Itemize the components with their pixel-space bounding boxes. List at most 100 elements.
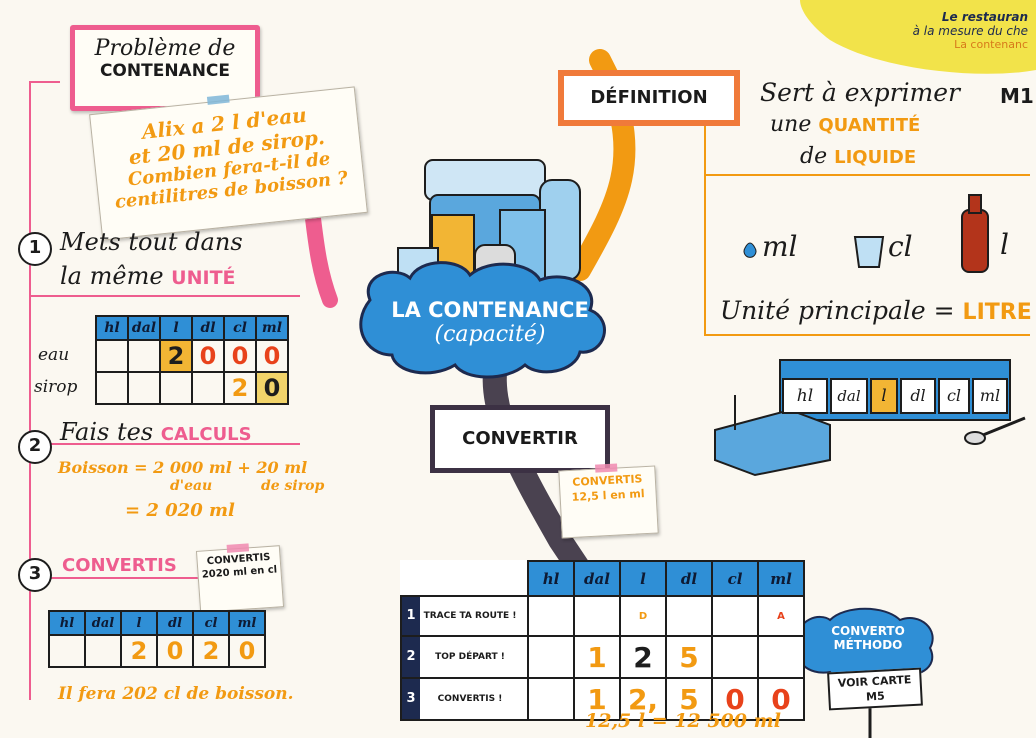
step3-header-dal: dal	[84, 610, 122, 636]
conv-header-dl: dl	[665, 560, 713, 597]
row-label-sirop: sirop	[34, 377, 78, 397]
conv-cell	[711, 635, 759, 679]
unit-l-label: l	[1000, 228, 1009, 261]
probleme-title-line1: Problème de	[94, 36, 236, 61]
step3-header-dl: dl	[156, 610, 194, 636]
step3-number: 3	[18, 558, 52, 592]
step2-number: 2	[18, 430, 52, 464]
methodo-line2: MÉTHODO	[833, 638, 903, 652]
step1-unit-word: UNITÉ	[171, 267, 236, 289]
step1-cell: 0	[223, 339, 257, 373]
conv-cell	[527, 595, 575, 637]
definition-quantite: QUANTITÉ	[818, 115, 921, 136]
step1-cell: 0	[255, 339, 289, 373]
step3-cell: 2	[120, 634, 158, 668]
step1-cell	[159, 371, 193, 405]
convertir-corner	[401, 561, 528, 596]
step2-calc1: Boisson = 2 000 ml + 20 ml	[58, 458, 308, 477]
conv-header-ml: ml	[757, 560, 805, 597]
step1-cell: 2	[223, 371, 257, 405]
conv-row1-text: TRACE TA ROUTE !	[420, 611, 520, 621]
step3-cell	[84, 634, 122, 668]
center-title-line1: LA CONTENANCE	[391, 298, 589, 322]
step1-header-cl: cl	[223, 315, 257, 341]
row-label-eau: eau	[38, 345, 70, 365]
conv-cell: 5	[665, 635, 713, 679]
conv-cell	[711, 595, 759, 637]
conv-start-marker: D	[619, 595, 667, 637]
train-cl: cl	[938, 378, 970, 414]
conv-header-l: l	[619, 560, 667, 597]
convertir-label: CONVERTIR	[462, 428, 578, 449]
conv-cell	[665, 595, 713, 637]
definition-line2-a: une	[770, 112, 819, 137]
conv-end-marker: A	[757, 595, 805, 637]
conv-cell: 1	[573, 677, 621, 721]
convertir-note: CONVERTIS 12,5 l en ml	[558, 463, 659, 539]
step1-cell: 0	[255, 371, 289, 405]
step1-header-dal: dal	[127, 315, 161, 341]
probleme-title-line2: CONTENANCE	[99, 61, 231, 81]
conv-cell: 0	[711, 677, 759, 721]
methodo-line1: CONVERTO	[831, 624, 905, 638]
definition-line2: une QUANTITÉ	[770, 112, 920, 137]
definition-line3: de LIQUIDE	[800, 144, 916, 169]
probleme-title-box: Problème de CONTENANCE	[70, 25, 260, 111]
step1-cell: 0	[191, 339, 225, 373]
definition-line3-a: de	[800, 144, 835, 169]
header-line2: à la mesure du che	[912, 24, 1028, 38]
conv-cell	[527, 677, 575, 721]
step3-header-cl: cl	[192, 610, 230, 636]
step1-header-dl: dl	[191, 315, 225, 341]
train-dal: dal	[830, 378, 868, 414]
step1-cell	[127, 371, 161, 405]
methodo-sign-text: VOIR CARTE M5	[837, 673, 912, 704]
conv-header-dal: dal	[573, 560, 621, 597]
conv-cell: 1	[573, 635, 621, 679]
conv-row2-num: 2	[402, 637, 420, 677]
step2-calc-word: CALCULS	[160, 424, 252, 445]
conv-row1-num: 1	[402, 597, 420, 635]
step1-cell	[95, 371, 129, 405]
step3-cell	[48, 634, 86, 668]
conv-cell: 0	[757, 677, 805, 721]
step1-cell	[95, 339, 129, 373]
card-code: M1	[1000, 84, 1034, 108]
step3-note: CONVERTIS 2020 ml en cl	[195, 543, 285, 613]
methodo-sign[interactable]: VOIR CARTE M5	[827, 667, 923, 711]
unit-ml-label: ml	[762, 230, 798, 263]
definition-line1: Sert à exprimer	[760, 78, 961, 107]
principal-litre: LITRE	[962, 300, 1032, 325]
step3-table: hl dal l dl cl ml 2 0 2 0	[48, 610, 266, 668]
center-title: LA CONTENANCE (capacité)	[380, 298, 600, 347]
conv-cell: 2,	[619, 677, 667, 721]
conv-cell: 2	[619, 635, 667, 679]
conv-header-hl: hl	[527, 560, 575, 597]
definition-principal: Unité principale = LITRE	[720, 296, 1032, 325]
definition-label-box: DÉFINITION	[558, 70, 740, 126]
principal-text: Unité principale =	[720, 296, 963, 325]
convertir-result: 12,5 l = 12 500 ml	[585, 710, 781, 732]
train-l: l	[870, 378, 898, 414]
step1-header-l: l	[159, 315, 193, 341]
train-hl: hl	[782, 378, 828, 414]
conv-cell	[573, 595, 621, 637]
step3-header-hl: hl	[48, 610, 86, 636]
step3-label: CONVERTIS	[62, 555, 177, 576]
step1-line2: la même UNITÉ	[60, 262, 236, 290]
step3-cell: 0	[156, 634, 194, 668]
methodo-title: CONVERTO MÉTHODO	[808, 624, 928, 652]
step2-calc2: d'eau de sirop	[170, 478, 325, 494]
train-ml: ml	[972, 378, 1008, 414]
center-title-line2: (capacité)	[434, 322, 546, 347]
convertir-label-box: CONVERTIR	[430, 405, 610, 473]
step1-number: 1	[18, 232, 52, 266]
conv-row3-num: 3	[402, 679, 420, 719]
train-dl: dl	[900, 378, 936, 414]
header-line3: La contenanc	[954, 38, 1028, 51]
definition-label: DÉFINITION	[590, 87, 708, 108]
step1-line2-a: la même	[60, 262, 172, 290]
conv-row3-text: CONVERTIS !	[420, 694, 520, 704]
